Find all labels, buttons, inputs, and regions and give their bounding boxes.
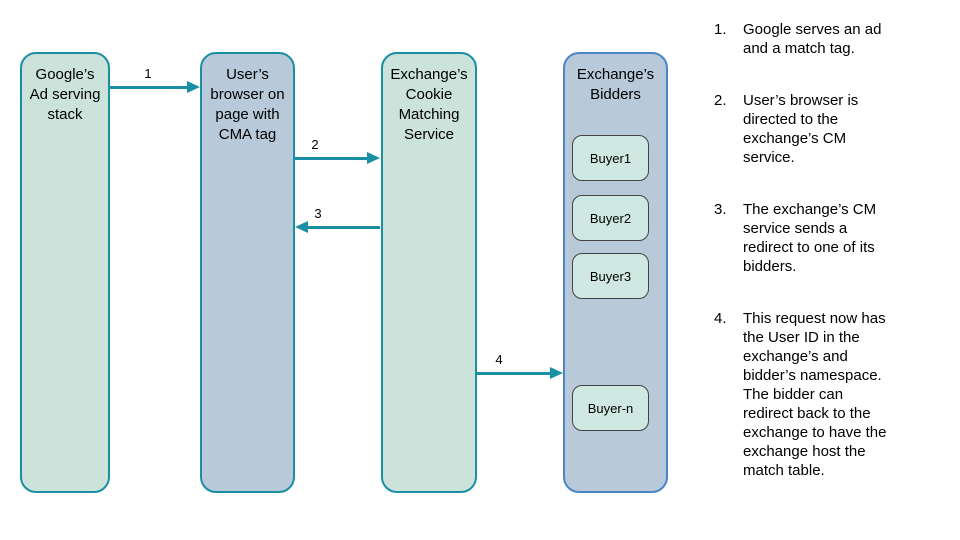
node-exchange-cm-service: Exchange’s Cookie Matching Service <box>381 52 477 493</box>
node-exchange-cm-service-label: Exchange’s Cookie Matching Service <box>390 66 468 143</box>
arrow-4-cm-to-bidders <box>477 367 563 379</box>
buyer-box-1: Buyer1 <box>572 135 649 181</box>
arrow-label-3: 3 <box>314 206 322 221</box>
step-item-1: 1. Google serves an ad and a match tag. <box>714 20 958 58</box>
buyer-box-n: Buyer-n <box>572 385 649 431</box>
step-item-3: 3. The exchange’s CM service sends a red… <box>714 200 958 276</box>
step-text: Google serves an ad and a match tag. <box>743 21 882 57</box>
step-number: 3. <box>714 201 727 218</box>
step-number: 1. <box>714 21 727 38</box>
node-user-browser-label: User’s browser on page with CMA tag <box>210 66 285 143</box>
step-item-4: 4. This request now has the User ID in t… <box>714 309 958 480</box>
arrow-3-cm-to-browser <box>295 221 380 233</box>
steps-list: 1. Google serves an ad and a match tag. … <box>714 20 958 513</box>
arrow-2-browser-to-cm <box>295 152 380 164</box>
arrow-label-4: 4 <box>495 352 503 367</box>
step-text: The exchange’s CM service sends a redire… <box>743 201 877 275</box>
step-number: 2. <box>714 92 727 109</box>
buyer-box-3: Buyer3 <box>572 253 649 299</box>
step-text: This request now has the User ID in the … <box>743 310 887 479</box>
node-user-browser: User’s browser on page with CMA tag <box>200 52 295 493</box>
node-exchange-bidders-label: Exchange’s Bidders <box>576 66 655 103</box>
arrow-label-2: 2 <box>311 137 319 152</box>
buyer-box-2: Buyer2 <box>572 195 649 241</box>
node-exchange-bidders: Exchange’s Bidders Buyer1 Buyer2 Buyer3 … <box>563 52 668 493</box>
arrow-1-google-to-browser <box>110 81 200 93</box>
node-google-ad-stack-label: Google’s Ad serving stack <box>29 66 101 123</box>
step-text: User’s browser is directed to the exchan… <box>743 92 859 166</box>
step-item-2: 2. User’s browser is directed to the exc… <box>714 91 958 167</box>
arrow-label-1: 1 <box>144 66 152 81</box>
step-number: 4. <box>714 310 727 327</box>
node-google-ad-stack: Google’s Ad serving stack <box>20 52 110 493</box>
